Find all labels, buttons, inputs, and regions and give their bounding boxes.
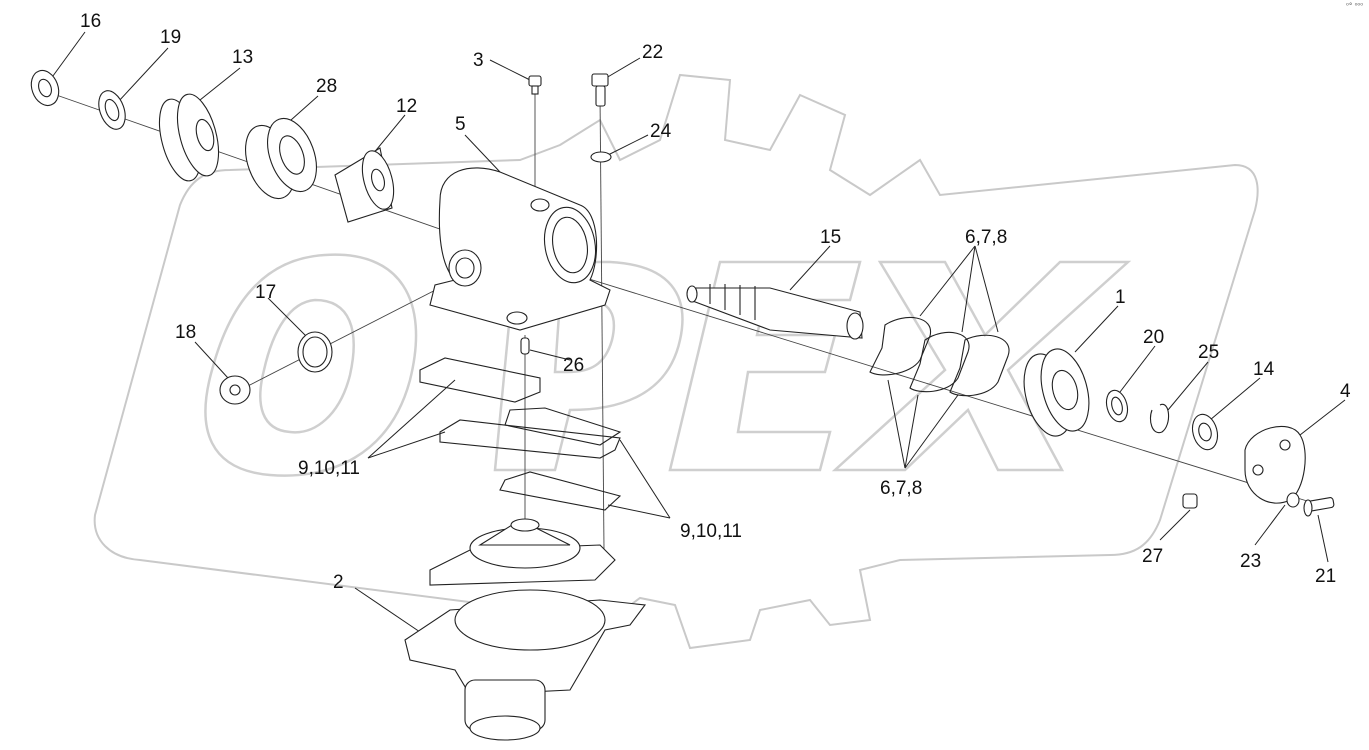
callout-2: 2: [333, 572, 344, 593]
gear-watermark: [93, 73, 1259, 650]
part-21-bolt: [1303, 497, 1335, 517]
callout-9-10-11-left: 9,10,11: [298, 458, 360, 479]
callout-12: 12: [396, 96, 417, 117]
part-9-10-11-shims: [419, 357, 622, 511]
part-26-pin: [520, 337, 530, 355]
callout-13: 13: [232, 47, 253, 68]
part-16-lock-nut: [30, 69, 60, 107]
part-23-washer: [1286, 492, 1300, 508]
part-14-nut: [1191, 413, 1219, 451]
part-28-bearing: [245, 117, 317, 200]
part-15-shaft: [686, 284, 864, 340]
part-13-flange: [158, 93, 220, 182]
part-2-lower-gear-housing: [404, 518, 647, 741]
callout-17: 17: [255, 282, 276, 303]
watermark-letter-o: [204, 253, 418, 477]
callout-20: 20: [1143, 327, 1164, 348]
part-22-bolt: [591, 73, 609, 107]
part-17-o-ring: [297, 331, 333, 373]
callout-5: 5: [455, 114, 466, 135]
callout-21: 21: [1315, 566, 1336, 587]
part-18-cap: [219, 375, 251, 405]
callout-16: 16: [80, 11, 101, 32]
callout-27: 27: [1142, 546, 1163, 567]
part-1-bearing-cup: [1023, 348, 1090, 437]
callout-15: 15: [820, 227, 841, 248]
callout-22: 22: [642, 42, 663, 63]
part-5-gear-housing: [429, 167, 611, 331]
callout-6-7-8-top: 6,7,8: [965, 227, 1007, 248]
part-20-washer: [1105, 389, 1129, 423]
watermark-letter-e: [668, 260, 862, 472]
part-24-washer: [590, 151, 612, 163]
part-27-plug: [1182, 493, 1198, 509]
callout-9-10-11-right: 9,10,11: [680, 521, 742, 542]
watermark-letter-x: [831, 260, 1132, 472]
corner-mark: ⁰° ⁰⁰⁰: [1346, 2, 1363, 10]
callout-25: 25: [1198, 342, 1219, 363]
callout-6-7-8-bottom: 6,7,8: [880, 478, 922, 499]
part-25-circlip: [1149, 403, 1170, 434]
callout-labels: 16 19 13 28 12 5 3 22 24 15 6,7,8 1 20 2…: [80, 11, 1351, 593]
callout-26: 26: [563, 355, 584, 376]
callout-24: 24: [650, 121, 672, 142]
part-6-7-8-shims: [869, 317, 1010, 397]
part-12-bevel-gear: [334, 147, 395, 223]
callout-28: 28: [316, 76, 337, 97]
parts: [30, 69, 1335, 741]
part-4-cover: [1244, 426, 1306, 504]
axis-lines: [41, 89, 1321, 551]
callout-4: 4: [1340, 381, 1351, 402]
callout-23: 23: [1240, 551, 1261, 572]
part-19-washer: [98, 90, 126, 130]
callout-3: 3: [473, 50, 484, 71]
opex-watermark: [204, 253, 1132, 477]
callout-1: 1: [1115, 287, 1126, 308]
callout-14: 14: [1253, 359, 1275, 380]
part-3-screw: [528, 75, 542, 95]
callout-18: 18: [175, 322, 196, 343]
leader-lines: [49, 31, 1346, 633]
callout-19: 19: [160, 27, 181, 48]
